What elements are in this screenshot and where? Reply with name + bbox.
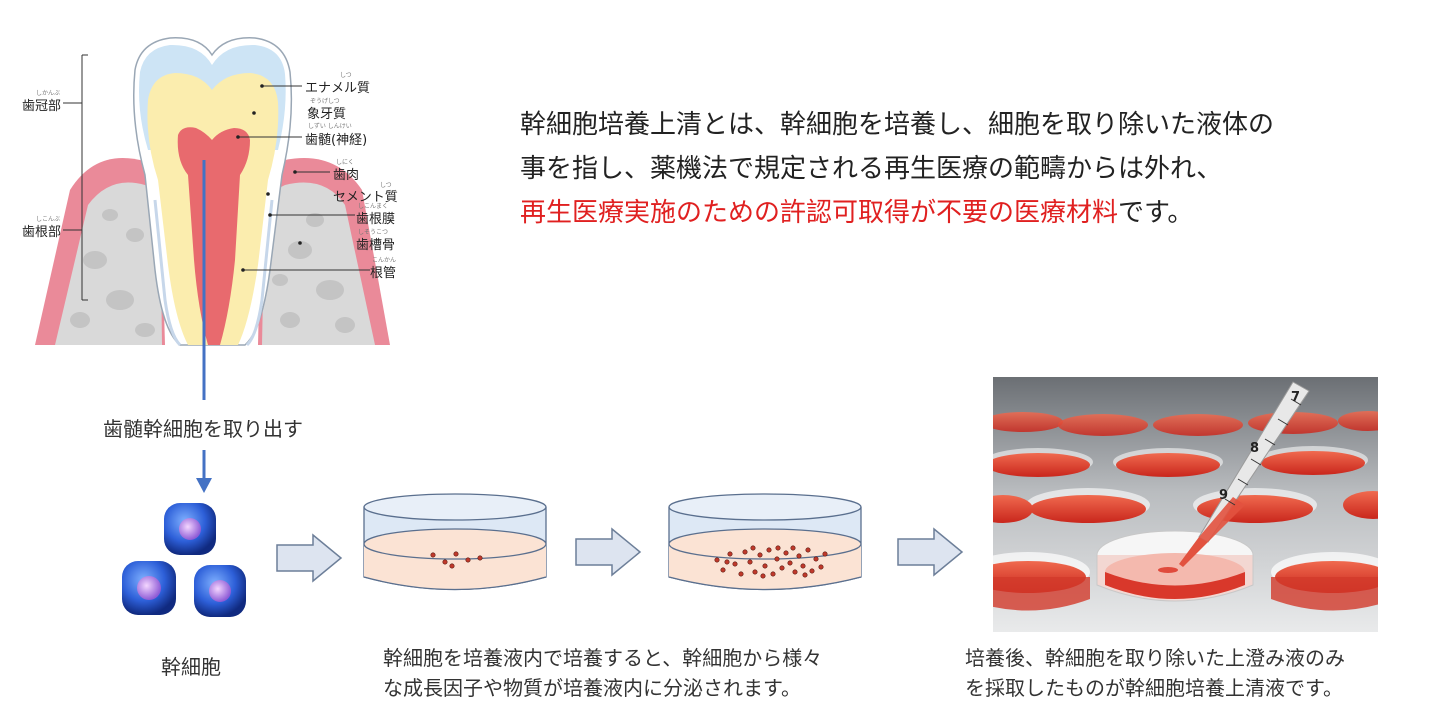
label-pulp: 歯髄(神経) [305, 133, 368, 148]
culture-description: 幹細胞を培養液内で培養すると、幹細胞から様々 な成長因子や物質が培養液内に分泌さ… [383, 643, 822, 703]
stem-cells-illustration [122, 503, 246, 617]
tooth-diagram [35, 37, 390, 347]
label-enamel: エナメル質 [305, 81, 371, 96]
stem-cell-label: 幹細胞 [161, 655, 221, 679]
down-arrow [196, 340, 212, 493]
cell-left [122, 561, 176, 615]
label-pdl: 歯根膜 [356, 212, 396, 227]
cells-few [430, 551, 483, 569]
dishes-middle-row [993, 446, 1378, 523]
ruby-pulp: しずい しんけい [308, 123, 352, 130]
ruby-dentin: ぞうげしつ [310, 98, 340, 105]
intro-line-2: 事を指し、薬機法で規定される再生医療の範疇からは外れ、 [520, 154, 1223, 184]
label-apical: 根管 [370, 266, 397, 281]
pulp [177, 127, 250, 345]
label-root: 歯根部 [22, 225, 62, 240]
intro-line-3: 再生医療実施のための許認可取得が不要の医療材料です。 [520, 191, 1400, 235]
label-alveolar-bone: 歯槽骨 [356, 238, 396, 253]
harvest-description: 培養後、幹細胞を取り除いた上澄み液のみ を採取したものが幹細胞培養上清液です。 [965, 643, 1345, 703]
culture-desc-line-2: な成長因子や物質が培養液内に分泌されます。 [383, 676, 801, 700]
bone-right [262, 182, 375, 345]
label-dentin: 象牙質 [307, 107, 347, 122]
arrow-right-3 [897, 527, 964, 577]
pipette-illustration [1179, 381, 1310, 567]
dishes-front-row [993, 530, 1378, 611]
bone-texture [70, 209, 355, 337]
extract-label: 歯髄幹細胞を取り出す [103, 417, 303, 441]
label-gum: 歯肉 [333, 168, 360, 183]
ruby-alveolar-bone: しそうこつ [358, 229, 389, 236]
arrow-right-1 [276, 533, 343, 583]
leader-dots [236, 84, 302, 272]
intro-text: 幹細胞培養上清とは、幹細胞を培養し、細胞を取り除いた液体の 事を指し、薬機法で規… [520, 103, 1400, 235]
label-cementum: セメント質 [333, 190, 398, 205]
intro-line-3-end: です。 [1118, 198, 1194, 228]
dishes-back-row [993, 411, 1378, 436]
ruby-root: しこんぶ [36, 216, 61, 223]
pipette-mark-7: 7 [1291, 390, 1300, 405]
petri-dish-few-cells [363, 493, 547, 591]
harvest-desc-line-2: を採取したものが幹細胞培養上清液です。 [965, 676, 1343, 700]
cell-top [164, 503, 216, 555]
arrow-right-2 [575, 527, 642, 577]
petri-dish-many-cells [668, 493, 862, 591]
cell-right [194, 565, 246, 617]
leader-lines [63, 54, 370, 301]
ruby-enamel: しつ [340, 72, 352, 79]
harvest-desc-line-1: 培養後、幹細胞を取り除いた上澄み液のみ [965, 646, 1345, 670]
culture-desc-line-1: 幹細胞を培養液内で培養すると、幹細胞から様々 [383, 646, 823, 670]
ruby-crown: しかんぶ [36, 90, 61, 97]
intro-line-1: 幹細胞培養上清とは、幹細胞を培養し、細胞を取り除いた液体の [520, 110, 1275, 140]
bone-left [55, 182, 162, 345]
intro-highlight: 再生医療実施のための許認可取得が不要の医療材料 [520, 198, 1119, 228]
culture-dishes-photo: 7 8 9 [993, 377, 1378, 632]
ruby-pdl: しこんまく [358, 203, 389, 210]
ruby-apical: こんかん [372, 257, 397, 264]
ruby-cementum: しつ [380, 182, 392, 189]
ruby-gum: しにく [336, 159, 354, 166]
label-crown: 歯冠部 [22, 99, 62, 114]
pipette-mark-8: 8 [1250, 441, 1259, 456]
cells-many [714, 545, 828, 579]
pipette-mark-9: 9 [1219, 488, 1228, 503]
